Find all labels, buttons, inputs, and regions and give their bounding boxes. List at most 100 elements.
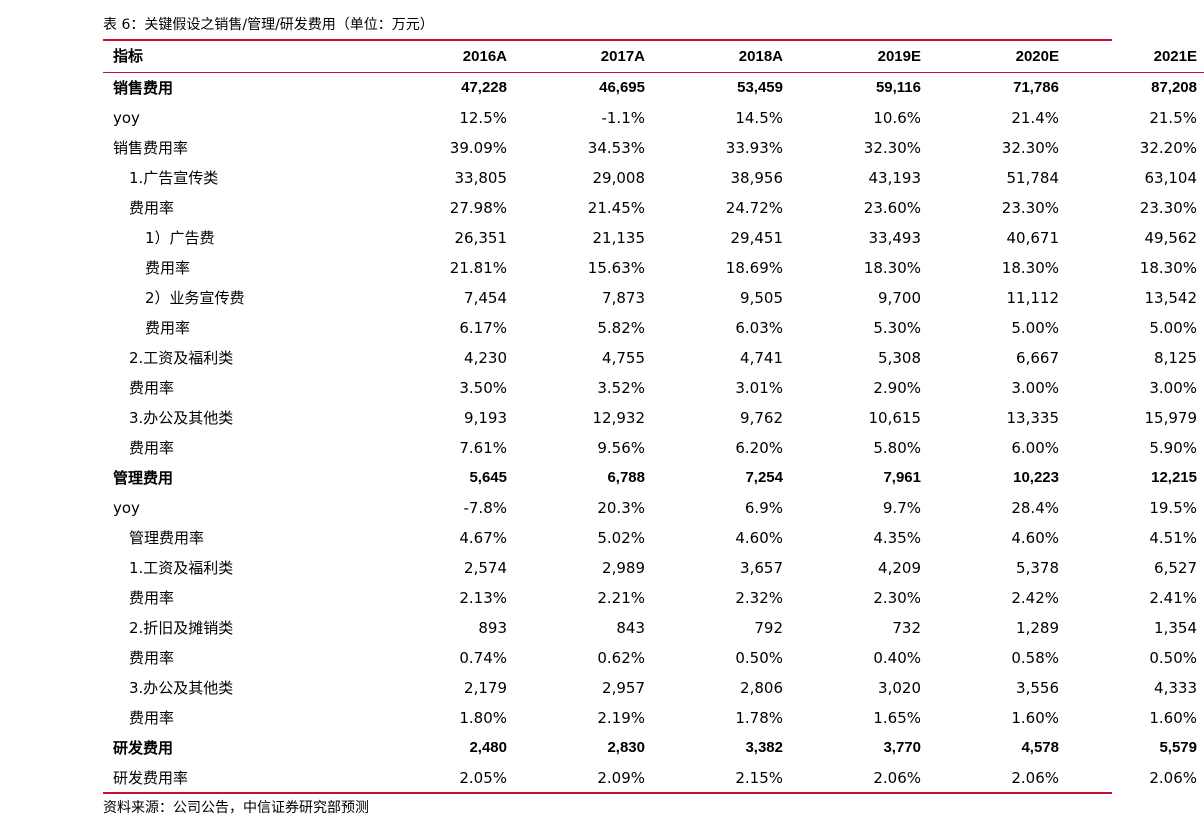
row-value: 21,135	[592, 229, 646, 247]
row-value: 19.5%	[1149, 499, 1197, 517]
row-label: 3.办公及其他类	[129, 409, 234, 427]
row-value: 26,351	[454, 229, 508, 247]
row-value: 7,961	[883, 469, 921, 486]
row-value: 2,574	[464, 559, 507, 577]
row-value: 2.42%	[1011, 589, 1059, 607]
row-value: 13,335	[1006, 409, 1060, 427]
row-value: -1.1%	[601, 109, 645, 127]
row-value: 23.30%	[1139, 199, 1197, 217]
row-value: 2.06%	[1011, 769, 1059, 787]
row-value: 13,542	[1144, 289, 1198, 307]
row-label: 管理费用	[113, 469, 174, 487]
row-value: 1.60%	[1149, 709, 1197, 727]
row-value: 43,193	[868, 169, 922, 187]
row-value: 3.52%	[597, 379, 645, 397]
row-value: 15.63%	[587, 259, 645, 277]
row-label: 2.工资及福利类	[129, 349, 234, 367]
row-label: 1.工资及福利类	[129, 559, 234, 577]
row-label: 3.办公及其他类	[129, 679, 234, 697]
row-value: 46,695	[599, 79, 645, 96]
row-value: 29,008	[592, 169, 646, 187]
row-value: 34.53%	[587, 139, 645, 157]
row-value: 2,989	[602, 559, 645, 577]
row-label: 费用率	[129, 379, 175, 397]
row-value: 18.69%	[725, 259, 783, 277]
row-value: 2,830	[607, 739, 645, 756]
row-value: 4.67%	[459, 529, 507, 547]
header-year: 2018A	[652, 42, 790, 73]
row-label: 管理费用率	[129, 529, 205, 547]
row-value: 5,645	[469, 469, 507, 486]
row-value: 59,116	[875, 79, 921, 96]
row-value: 2.32%	[735, 589, 783, 607]
row-value: 3.00%	[1149, 379, 1197, 397]
row-value: 0.50%	[735, 649, 783, 667]
row-value: 4,230	[464, 349, 507, 367]
row-value: 2.19%	[597, 709, 645, 727]
row-value: 5.82%	[597, 319, 645, 337]
table-header-row: 指标 2016A 2017A 2018A 2019E 2020E 2021E	[103, 42, 1204, 73]
row-label: 2）业务宣传费	[145, 289, 245, 307]
row-value: 3,020	[878, 679, 921, 697]
row-value: 23.30%	[1001, 199, 1059, 217]
row-value: 4.60%	[735, 529, 783, 547]
row-label: 研发费用	[113, 739, 174, 757]
row-value: 15,979	[1144, 409, 1198, 427]
row-value: 4,333	[1154, 679, 1197, 697]
row-value: 7,873	[602, 289, 645, 307]
row-value: 1.78%	[735, 709, 783, 727]
row-value: 3.50%	[459, 379, 507, 397]
row-value: -7.8%	[463, 499, 507, 517]
row-value: 6.20%	[735, 439, 783, 457]
row-value: 12.5%	[459, 109, 507, 127]
row-value: 2.13%	[459, 589, 507, 607]
row-value: 2.90%	[873, 379, 921, 397]
row-value: 32.30%	[1001, 139, 1059, 157]
row-value: 1,354	[1154, 619, 1197, 637]
row-value: 0.62%	[597, 649, 645, 667]
row-value: 792	[754, 619, 783, 637]
row-value: 63,104	[1144, 169, 1198, 187]
row-value: 21.45%	[587, 199, 645, 217]
row-value: 5,308	[878, 349, 921, 367]
row-value: 29,451	[730, 229, 784, 247]
row-label: 费用率	[129, 649, 175, 667]
row-value: 18.30%	[1001, 259, 1059, 277]
row-value: 21.81%	[449, 259, 507, 277]
row-value: 1,289	[1016, 619, 1059, 637]
row-value: 4.60%	[1011, 529, 1059, 547]
row-value: 10.6%	[873, 109, 921, 127]
row-value: 2.05%	[459, 769, 507, 787]
row-value: 18.30%	[863, 259, 921, 277]
header-year: 2016A	[376, 42, 514, 73]
row-value: 4.35%	[873, 529, 921, 547]
row-value: 4,741	[740, 349, 783, 367]
row-value: 10,223	[1013, 469, 1059, 486]
row-value: 4,209	[878, 559, 921, 577]
row-value: 12,932	[592, 409, 646, 427]
row-value: 0.40%	[873, 649, 921, 667]
row-value: 9.56%	[597, 439, 645, 457]
row-label: 1.广告宣传类	[129, 169, 219, 187]
row-value: 32.30%	[863, 139, 921, 157]
row-value: 9,700	[878, 289, 921, 307]
row-value: 87,208	[1151, 79, 1197, 96]
row-value: 23.60%	[863, 199, 921, 217]
row-value: 51,784	[1006, 169, 1060, 187]
row-value: 38,956	[730, 169, 784, 187]
